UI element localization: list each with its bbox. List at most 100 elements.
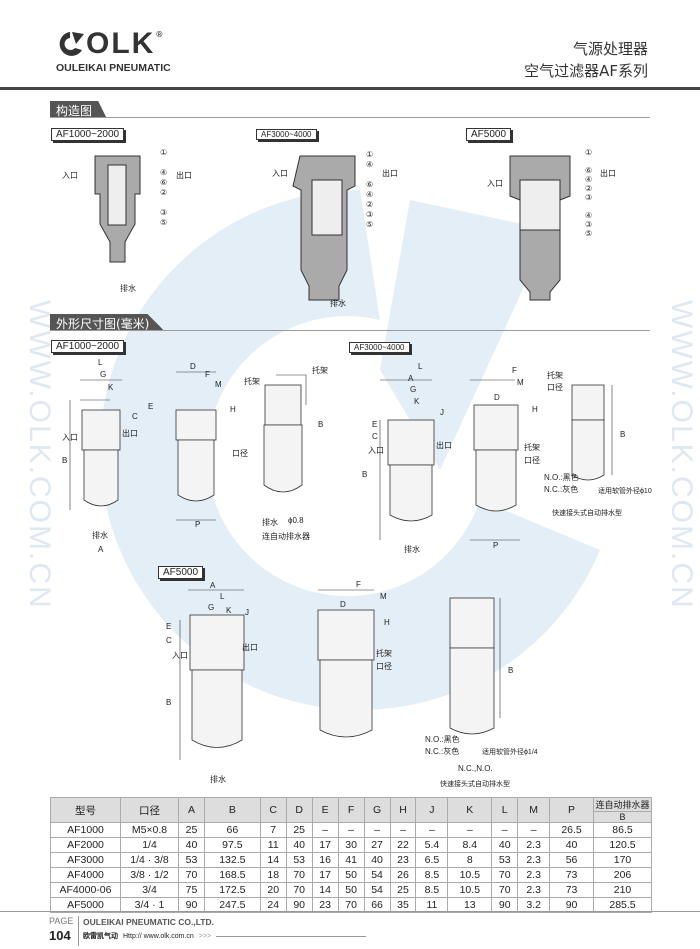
table-cell: 10.5	[447, 882, 493, 898]
inlet-label: 入口	[487, 179, 503, 188]
footer-company: OULEIKAI PNEUMATIC CO.,LTD.	[83, 917, 214, 927]
table-cell: 2.3	[517, 852, 551, 868]
dim-label: E	[166, 622, 172, 631]
table-cell: 54	[363, 867, 391, 883]
table-cell: 8.4	[447, 837, 493, 853]
table-cell: 40	[363, 852, 391, 868]
port-label: 口径	[376, 662, 392, 671]
table-cell: 2.3	[517, 867, 551, 883]
dim-label: G	[410, 385, 417, 394]
table-cell: 8.5	[415, 882, 449, 898]
table-cell: 53	[178, 852, 205, 868]
quick-drain-label: 快速接头式自动排水型	[552, 509, 622, 517]
section-divider	[50, 117, 650, 118]
table-cell: –	[491, 822, 519, 838]
table-cell: 40	[491, 837, 519, 853]
table-cell: 70	[285, 882, 313, 898]
table-cell: 66	[363, 897, 391, 913]
table-cell: 70	[491, 867, 519, 883]
table-cell: 11	[259, 837, 287, 853]
drain-label: 排水	[92, 531, 108, 540]
footer-arrows: >>>	[198, 932, 212, 940]
logo-mark-icon	[59, 32, 84, 56]
table-cell: 2.3	[517, 837, 551, 853]
dim-label: F	[512, 366, 517, 375]
table-cell: 30	[337, 837, 365, 853]
phi-label: ϕ0.8	[288, 516, 304, 525]
dim-label: B	[362, 470, 368, 479]
page-title: 气源处理器 空气过滤器AF系列	[524, 38, 648, 82]
table-cell: M5×0.8	[120, 822, 179, 838]
table-header-cell: M	[517, 797, 551, 823]
table-cell: 8.5	[415, 867, 449, 883]
title-line-2: 空气过滤器AF系列	[524, 62, 648, 80]
model-label: AF3000~4000	[349, 342, 410, 353]
table-cell: 22	[389, 837, 417, 853]
port-label: 口径	[524, 456, 540, 465]
table-cell: 1/4 · 3/8	[120, 852, 179, 868]
dim-label: H	[230, 405, 236, 414]
model-label: AF1000~2000	[51, 340, 125, 353]
table-cell: 17	[311, 837, 339, 853]
table-cell: 26.5	[549, 822, 594, 838]
table-cell: 3/4 · 1	[120, 897, 179, 913]
dim-label: G	[100, 370, 107, 379]
dim-label: B	[318, 420, 324, 429]
table-header-cell: D	[285, 797, 313, 823]
table-cell: 285.5	[593, 897, 652, 913]
table-cell: 3/8 · 1/2	[120, 867, 179, 883]
dim-label: D	[340, 600, 346, 609]
table-cell: 14	[259, 852, 287, 868]
table-cell: 3.2	[517, 897, 551, 913]
registered-mark: ®	[155, 30, 164, 39]
bracket-label: 托架	[312, 366, 328, 375]
inlet-label: 入口	[172, 651, 188, 660]
table-cell: 172.5	[203, 882, 261, 898]
table-cell: 8	[447, 852, 493, 868]
table-cell: 70	[285, 867, 313, 883]
table-cell: 73	[549, 867, 594, 883]
table-header-cell: 型号	[50, 797, 121, 823]
table-cell: 97.5	[203, 837, 261, 853]
footer-url[interactable]: Http:// www.olk.com.cn	[123, 932, 194, 940]
model-label: AF5000	[158, 566, 204, 579]
table-cell: 54	[363, 882, 391, 898]
dim-label: B	[166, 698, 172, 707]
table-cell: 20	[259, 882, 287, 898]
table-cell: 210	[593, 882, 652, 898]
af1000-element	[107, 164, 127, 226]
table-cell: 14	[311, 882, 339, 898]
table-cell: 120.5	[593, 837, 652, 853]
dim-label: K	[108, 383, 114, 392]
footer-brand: 欧雷凯气动	[83, 933, 118, 940]
watermark-logo	[99, 190, 600, 710]
dim-label: E	[148, 402, 154, 411]
footer-separator	[78, 916, 79, 946]
table-cell: 6.5	[415, 852, 449, 868]
drain-label: 排水	[210, 775, 226, 784]
bracket-label: 托架	[244, 377, 260, 386]
outlet-label: 出口	[382, 169, 398, 178]
table-cell: 5.4	[415, 837, 449, 853]
footer-rule	[216, 935, 367, 937]
outlet-label: 出口	[242, 643, 258, 652]
table-cell: 50	[337, 882, 365, 898]
port-label: 口径	[547, 383, 563, 392]
table-cell: 53	[491, 852, 519, 868]
dim-label: L	[418, 362, 423, 371]
bracket-label: 托架	[547, 371, 563, 380]
header-divider	[0, 87, 700, 90]
table-cell: –	[337, 822, 365, 838]
outlet-label: 出口	[600, 169, 616, 178]
table-cell: 247.5	[203, 897, 261, 913]
table-header-cell: K	[447, 797, 493, 823]
port-label: 口径	[232, 449, 248, 458]
title-line-1: 气源处理器	[572, 40, 648, 58]
dim-label: F	[205, 370, 210, 379]
model-label: AF5000	[466, 128, 512, 141]
dim-label: B	[620, 430, 626, 439]
dim-label: F	[356, 580, 361, 589]
